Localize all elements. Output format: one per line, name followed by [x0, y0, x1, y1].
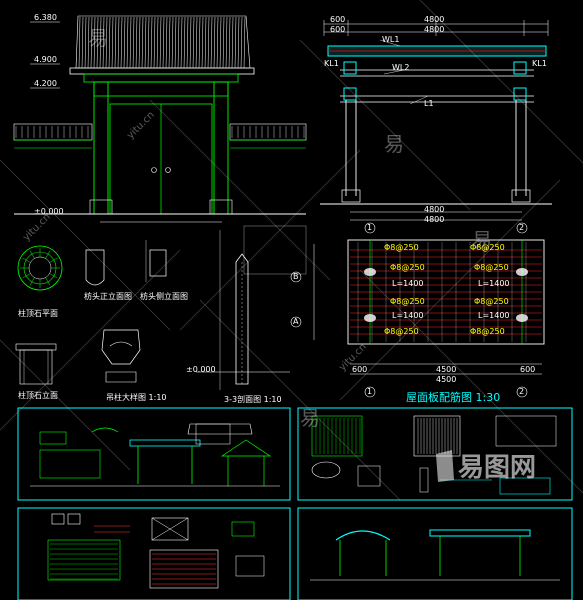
watermark-lines [0, 0, 583, 501]
frame-top-dim-2: 4800 [424, 15, 445, 24]
rebar-tag-1: Φ8@250 [384, 243, 419, 252]
elevation-level-ground: ±0.000 [34, 207, 64, 216]
rebar-tag-7: Φ8@250 [384, 327, 419, 336]
roof-tiles [75, 15, 251, 69]
beam-tag-kl1-right: KL1 [532, 59, 547, 68]
column-base-elev [15, 343, 57, 385]
section-3-3 [196, 225, 307, 390]
logo-text: 易图网 [458, 453, 536, 483]
beam-tag-l1: L1 [424, 99, 434, 108]
bracket-front [85, 249, 105, 286]
roof-rebar-plan [290, 222, 545, 398]
bracket-side [145, 240, 167, 282]
axis-bottom-2: 2 [519, 387, 525, 396]
frame-top-dim-4: 4800 [424, 25, 445, 34]
frame-bottom-dim-1: 4800 [424, 205, 445, 214]
rebar-tag-6: Φ8@250 [474, 297, 509, 306]
caption-column-base-elev: 柱顶石立面 [18, 391, 58, 400]
frame-top-dim-3: 600 [330, 25, 346, 34]
roof-dim-width: 4500 [436, 375, 457, 384]
caption-bracket-side: 枋头侧立面图 [140, 292, 188, 301]
frame-elevation [320, 20, 552, 221]
hanging-column-detail [101, 329, 141, 383]
rebar-len-1: L=1400 [392, 279, 424, 288]
sheet-bottom-right-2 [297, 507, 573, 600]
beam-tag-wl1: WL1 [382, 35, 400, 44]
elev-marker: ±0.000 [186, 365, 216, 374]
caption-bracket-front: 枋头正立面图 [84, 292, 132, 301]
small-dim-1: 600 [352, 365, 368, 374]
frame-top-dim-1: 600 [330, 15, 346, 24]
axis-b: B [293, 272, 299, 281]
rebar-tag-5: Φ8@250 [390, 297, 425, 306]
axis-bottom-1: 1 [367, 387, 373, 396]
frame-bottom-dim-2: 4800 [424, 215, 445, 224]
axis-top-2: 2 [519, 223, 525, 232]
sheet-bottom-right-1 [297, 407, 573, 501]
small-dim-2: 4500 [436, 365, 457, 374]
rebar-tag-2: Φ8@250 [470, 243, 505, 252]
elevation-level-beam: 4.200 [34, 79, 57, 88]
rebar-len-3: L=1400 [392, 311, 424, 320]
caption-column-detail: 吊柱大样图 1:10 [106, 393, 167, 402]
sheet-bottom-left-1 [17, 407, 291, 501]
yitu-logo: 易图网 [432, 446, 550, 486]
beam-tag-kl1-left: KL1 [324, 59, 339, 68]
rebar-tag-4: Φ8@250 [474, 263, 509, 272]
caption-column-base-plan: 柱顶石平面 [18, 309, 58, 318]
axis-top-1: 1 [367, 223, 373, 232]
rebar-tag-3: Φ8@250 [390, 263, 425, 272]
column-base-plan [17, 245, 63, 291]
small-dim-3: 600 [520, 365, 536, 374]
elevation-level-eave: 4.900 [34, 55, 57, 64]
caption-section-3-3: 3-3剖面图 1:10 [224, 395, 282, 404]
rebar-len-4: L=1400 [478, 311, 510, 320]
beam-tag-wl2: WL2 [392, 63, 410, 72]
axis-a: A [293, 317, 299, 326]
rebar-tag-8: Φ8@250 [470, 327, 505, 336]
gate-elevation [13, 15, 307, 223]
sheet-bottom-left-2 [17, 507, 291, 600]
rebar-len-2: L=1400 [478, 279, 510, 288]
elevation-level-top: 6.380 [34, 13, 57, 22]
caption-roof-rebar: 屋面板配筋图 1:30 [406, 391, 501, 404]
